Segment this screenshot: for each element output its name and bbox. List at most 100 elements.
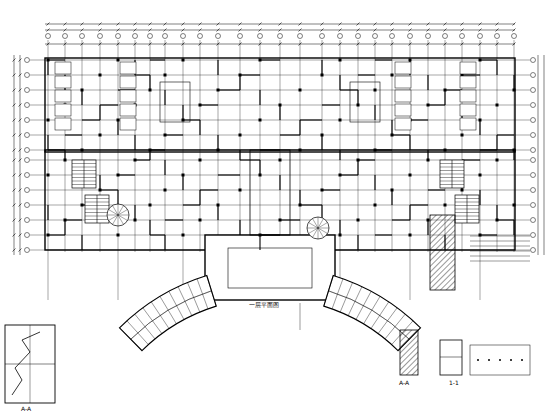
- dimension-tick: [299, 43, 302, 46]
- section-mark: A-A: [398, 380, 410, 387]
- partition-wall: [513, 220, 514, 235]
- axis-line: [30, 105, 530, 106]
- column: [199, 219, 202, 222]
- partition-wall: [65, 219, 82, 220]
- column: [134, 219, 137, 222]
- dimension-tick: [239, 43, 242, 46]
- column: [259, 174, 262, 177]
- stair-rail: [467, 195, 468, 223]
- partition-wall: [165, 134, 183, 135]
- partition-wall: [182, 105, 183, 120]
- dimension-tick: [299, 23, 302, 26]
- column: [374, 149, 377, 152]
- column: [199, 104, 202, 107]
- dimension-tick: [182, 23, 185, 26]
- dimension-tick: [321, 29, 324, 32]
- wing-rib: [127, 321, 148, 345]
- axis-bubble: [531, 188, 536, 193]
- dimension-tick: [13, 204, 16, 207]
- curved-wing: [119, 276, 216, 351]
- column: [321, 74, 324, 77]
- drawing-title: 一层平面图: [248, 302, 280, 309]
- dimension-tick: [19, 174, 22, 177]
- axis-line: [150, 40, 151, 252]
- partition-wall: [340, 174, 358, 175]
- column: [217, 89, 220, 92]
- column: [117, 234, 120, 237]
- toilet-cubicle: [120, 104, 136, 116]
- partition-wall: [164, 160, 165, 175]
- partition-wall: [391, 190, 392, 205]
- wall-outline: [45, 58, 515, 152]
- partition-wall: [358, 74, 375, 75]
- axis-bubble: [390, 34, 395, 39]
- axis-bubble: [25, 203, 30, 208]
- dimension-tick: [427, 29, 430, 32]
- partition-wall: [182, 175, 183, 190]
- wing-rib: [340, 283, 352, 313]
- dimension-tick: [409, 29, 412, 32]
- partition-wall: [427, 220, 428, 235]
- axis-bubble: [98, 34, 103, 39]
- dimension-tick: [259, 23, 262, 26]
- partition-wall: [357, 235, 358, 250]
- dimension-tick: [19, 134, 22, 137]
- stair-tread: [318, 228, 319, 239]
- dimension-tick: [217, 29, 220, 32]
- toilet-cubicle: [395, 104, 411, 116]
- partition-wall: [99, 105, 100, 120]
- partition-wall: [339, 75, 340, 90]
- axis-line: [30, 90, 530, 91]
- partition-wall: [299, 190, 300, 205]
- column: [239, 189, 242, 192]
- stair-tread: [318, 223, 328, 229]
- dimension-tick: [64, 23, 67, 26]
- partition-wall: [199, 190, 200, 205]
- partition-wall: [357, 160, 358, 175]
- toilet-cubicle: [460, 90, 476, 102]
- partition-wall: [47, 60, 48, 75]
- dimension-tick: [117, 43, 120, 46]
- dimension-tick: [19, 149, 22, 152]
- column: [134, 159, 137, 162]
- axis-bubble: [373, 34, 378, 39]
- toilet-cubicle: [460, 62, 476, 74]
- column: [391, 189, 394, 192]
- curved-wing-line: [329, 291, 410, 339]
- dimension-tick: [357, 23, 360, 26]
- dimension-tick: [164, 23, 167, 26]
- column: [461, 134, 464, 137]
- axis-bubble: [25, 103, 30, 108]
- column: [149, 89, 152, 92]
- axis-bubble: [531, 58, 536, 63]
- dimension-tick: [461, 23, 464, 26]
- partition-wall: [409, 205, 410, 220]
- partition-wall: [259, 90, 260, 105]
- column: [99, 74, 102, 77]
- partition-wall: [217, 135, 218, 150]
- partition-wall: [391, 120, 392, 135]
- dimension-tick: [496, 43, 499, 46]
- dimension-tick: [479, 23, 482, 26]
- dimension-tick: [427, 43, 430, 46]
- column: [47, 59, 50, 62]
- column: [259, 234, 262, 237]
- axis-bubble: [495, 34, 500, 39]
- axis-bubble: [133, 34, 138, 39]
- axis-bubble: [531, 173, 536, 178]
- spiral-stair: [307, 217, 329, 239]
- column: [339, 119, 342, 122]
- dimension-tick: [13, 149, 16, 152]
- dimension-tick: [391, 23, 394, 26]
- dimension-tick: [13, 159, 16, 162]
- axis-bubble: [25, 218, 30, 223]
- partition-wall: [134, 205, 135, 220]
- toilet-cubicle: [460, 118, 476, 130]
- wing-rib: [178, 287, 192, 316]
- partition-wall: [239, 150, 240, 160]
- partition-wall: [183, 119, 200, 120]
- column: [357, 159, 360, 162]
- column: [299, 89, 302, 92]
- partition-wall: [164, 235, 165, 250]
- dimension-tick: [357, 43, 360, 46]
